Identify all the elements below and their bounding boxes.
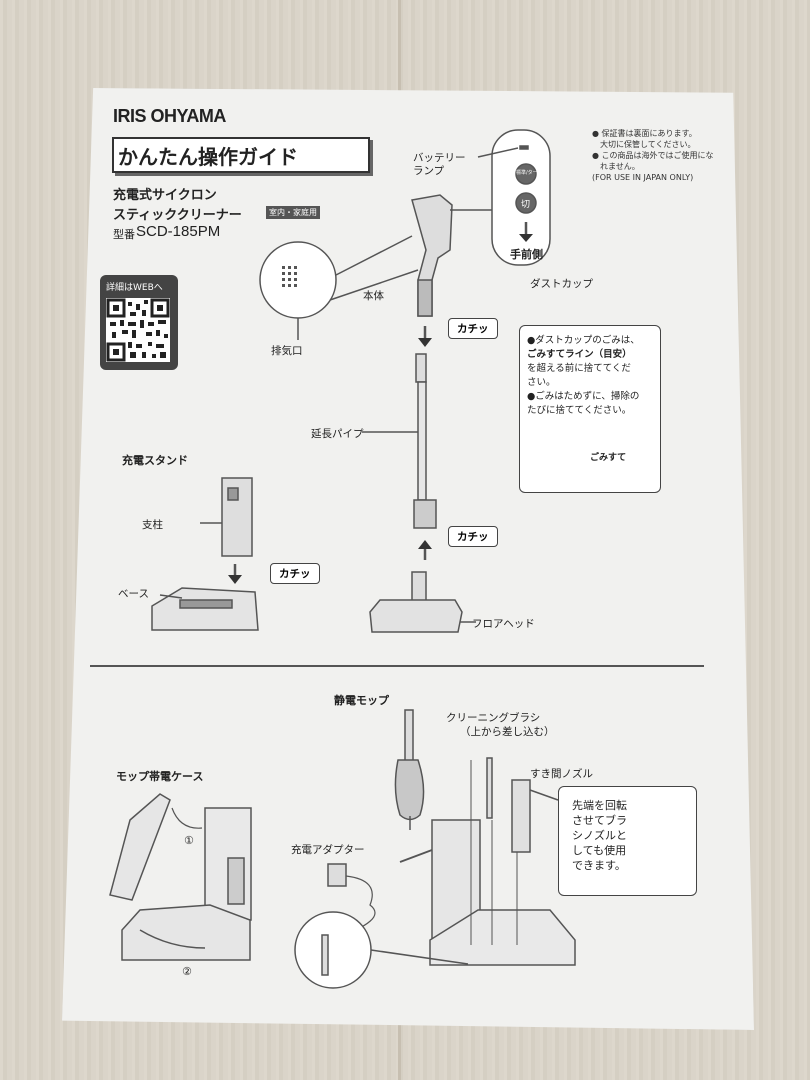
title-frame (112, 137, 370, 173)
static-mop-label: 静電モップ (334, 694, 389, 707)
battery-lamp-label-2: ランプ (413, 165, 445, 177)
charger-adapter-label: 充電アダプター (291, 844, 365, 856)
floor-head-label: フロアヘッド (472, 618, 535, 630)
model-label: 型番 (113, 228, 135, 241)
mode-button: 標準/ターボ (516, 170, 543, 176)
product-name-line1: 充電式サイクロン (113, 188, 217, 203)
qr-label: 詳細はWEBへ (106, 283, 163, 293)
notice-text: ● 保証書は裏面にあります。 大切に保管してください。 ● この商品は海外ではご… (592, 129, 714, 182)
dust-cup-label: ダストカップ (530, 278, 593, 290)
page-title: かんたん操作ガイド (118, 145, 298, 169)
mop-case-label: モップ帯電ケース (116, 770, 204, 783)
battery-lamp-label: バッテリー (413, 152, 466, 164)
extension-pipe-label: 延長パイプ (311, 428, 364, 440)
nozzle-note: 先端を回転 させてブラ シノズルと しても使用 できます。 (572, 799, 627, 872)
pillar-label: 支柱 (142, 519, 163, 531)
dust-cup-note: ●ダストカップのごみは、 ごみすてライン（目安） を超える前に捨ててくだ さい。… (527, 335, 640, 416)
body-label: 本体 (363, 290, 384, 302)
cleaning-brush-label: クリーニングブラシ (446, 712, 541, 724)
brand-logo: IRIS OHYAMA (113, 106, 226, 126)
gap-nozzle-label: すき間ノズル (530, 768, 593, 780)
kachi-label-middle: カチッ (448, 526, 498, 547)
gomisute-label: ごみすて (590, 453, 627, 463)
step-2-marker: ② (182, 965, 192, 978)
kachi-label-top: カチッ (448, 318, 498, 339)
usage-badge: 室内・家庭用 (266, 206, 320, 219)
product-name-line2: スティッククリーナー (113, 208, 242, 223)
section-divider (90, 665, 704, 667)
kachi-label-stand: カチッ (270, 563, 320, 584)
qr-code-icon[interactable] (106, 298, 170, 362)
dust-cup-callout (519, 325, 661, 493)
nozzle-callout (558, 786, 697, 896)
model-number: SCD-185PM (136, 223, 221, 240)
cleaning-brush-note: （上から差し込む） (460, 726, 555, 738)
exhaust-label: 排気口 (271, 345, 303, 357)
front-side-label: 手前側 (510, 248, 543, 261)
charging-stand-label: 充電スタンド (122, 454, 188, 467)
off-button: 切 (521, 200, 531, 210)
base-label: ベース (118, 588, 149, 600)
step-1-marker: ① (184, 834, 194, 847)
